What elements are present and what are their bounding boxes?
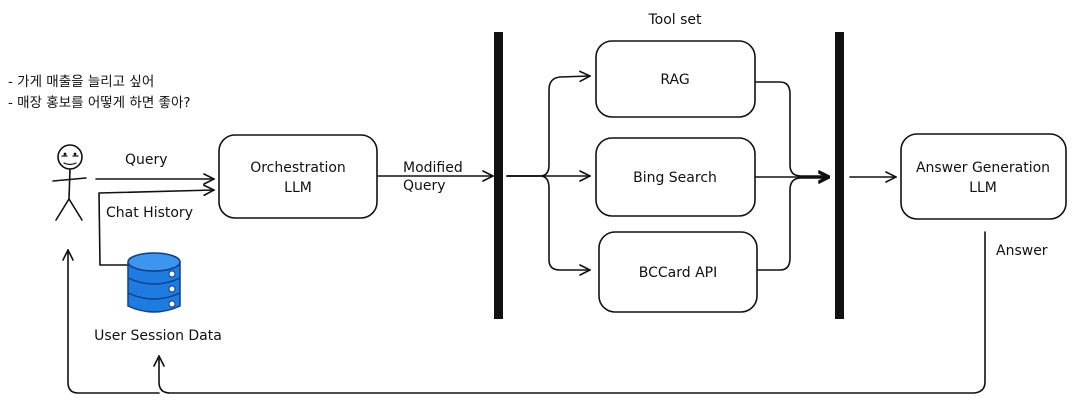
to-rag-arrow	[506, 76, 590, 177]
database-icon	[127, 252, 181, 313]
bccard-api-box	[598, 231, 758, 313]
modified-query-label-1: Modified	[403, 160, 463, 176]
chat-history-label: Chat History	[106, 205, 193, 221]
chat-history-arrow	[98, 190, 214, 266]
user-message-2: - 매장 홍보를 어떻게 하면 좋아?	[8, 95, 191, 111]
aggregator-bar	[835, 32, 844, 319]
orchestration-llm-box	[218, 134, 378, 219]
tool-set-label: Tool set	[647, 12, 702, 28]
router-bar	[494, 32, 503, 319]
rag-box	[595, 40, 756, 118]
answer-to-session-arrow	[159, 231, 986, 394]
user-session-data-label: User Session Data	[94, 328, 222, 344]
answer-generation-subtitle: LLM	[969, 180, 997, 196]
bccard-api-label: BCCard API	[639, 265, 717, 281]
answer-to-user-arrow	[68, 250, 160, 394]
bing-search-box	[595, 137, 756, 217]
rag-label: RAG	[660, 72, 689, 88]
from-bccard-arrow	[757, 178, 829, 271]
to-bccard-arrow	[506, 175, 590, 270]
from-rag-arrow	[755, 81, 829, 176]
answer-label: Answer	[996, 243, 1048, 259]
answer-generation-title: Answer Generation	[916, 160, 1050, 176]
answer-generation-llm-box	[900, 133, 1067, 220]
stick-figure-icon	[52, 144, 87, 221]
bing-search-label: Bing Search	[633, 170, 717, 186]
orchestration-subtitle: LLM	[284, 180, 312, 196]
query-label: Query	[125, 152, 168, 168]
modified-query-label-2: Query	[403, 178, 446, 194]
orchestration-title: Orchestration	[250, 160, 346, 176]
user-message-1: - 가게 매출을 늘리고 싶어	[8, 74, 154, 90]
